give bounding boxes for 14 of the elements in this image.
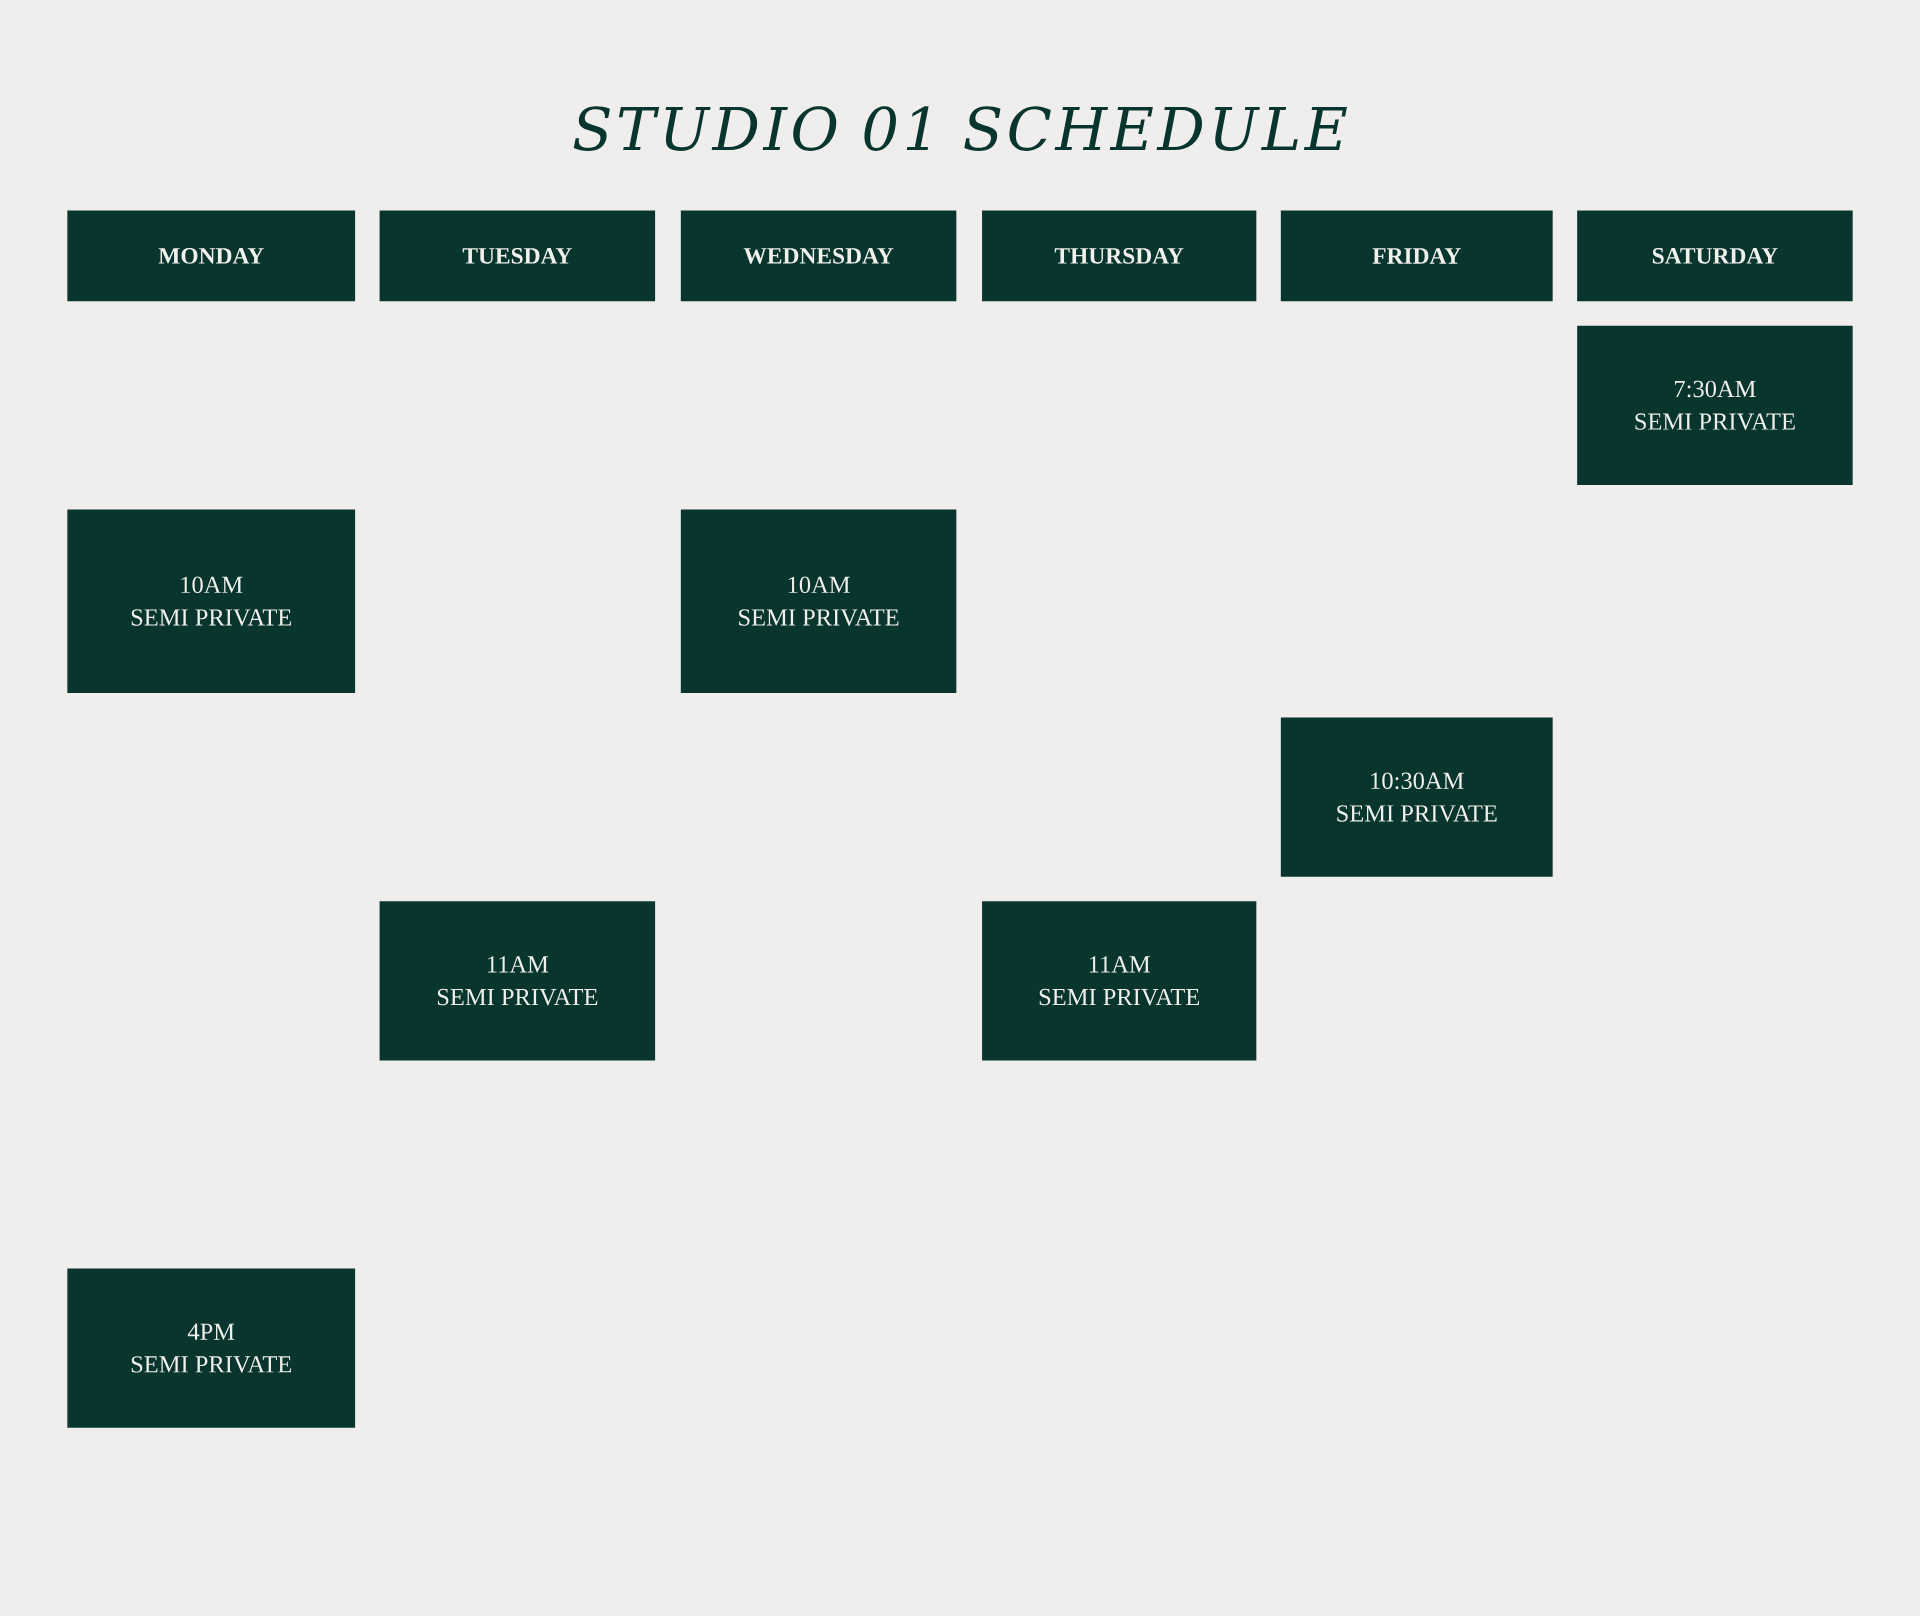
- class-box: 11AM SEMI PRIVATE: [982, 901, 1257, 1061]
- day-header: WEDNESDAY: [680, 210, 957, 302]
- class-box: 11AM SEMI PRIVATE: [379, 901, 656, 1061]
- title: STUDIO 01 SCHEDULE: [573, 106, 1347, 151]
- day-header: SATURDAY: [1577, 210, 1853, 302]
- day-header: TUESDAY: [379, 210, 656, 302]
- day-header: MONDAY: [67, 210, 356, 302]
- class-box: 10AM SEMI PRIVATE: [680, 509, 957, 693]
- class-box: 7:30AM SEMI PRIVATE: [1577, 325, 1853, 485]
- class-box: 10:30AM SEMI PRIVATE: [1280, 717, 1553, 877]
- class-box: 4PM SEMI PRIVATE: [67, 1268, 356, 1428]
- day-header: THURSDAY: [982, 210, 1257, 302]
- day-header: FRIDAY: [1280, 210, 1553, 302]
- class-box: 10AM SEMI PRIVATE: [67, 509, 356, 693]
